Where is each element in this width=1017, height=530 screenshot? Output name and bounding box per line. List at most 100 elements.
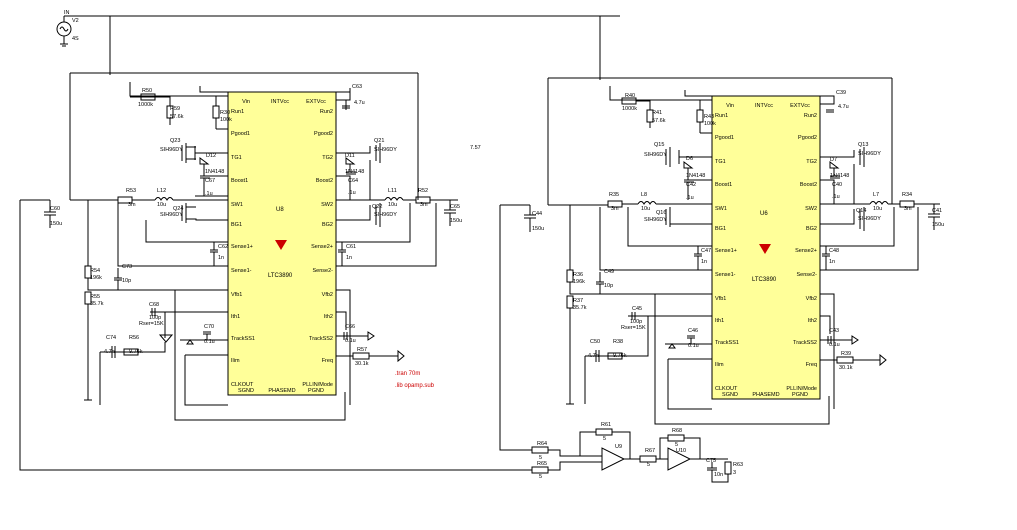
label-q14p: SIH96DY xyxy=(858,216,881,222)
pin-label: Freq xyxy=(806,362,817,368)
label-c67v: .1u xyxy=(205,191,213,197)
label-d11: D11 xyxy=(345,153,355,159)
label-l11v: 10u xyxy=(388,202,397,208)
pin-label: Sense1- xyxy=(231,268,252,274)
label-c43: C43 xyxy=(829,328,839,334)
pin-label: Sense1+ xyxy=(231,244,253,250)
label-q23p: SIH96DY xyxy=(160,147,183,153)
pin-label: SW2 xyxy=(805,206,817,212)
label-c39: C39 xyxy=(836,90,846,96)
label-l7v: 10u xyxy=(873,206,882,212)
label-c43v: 0.1u xyxy=(829,342,840,348)
label-r40v: 1000k xyxy=(622,106,637,112)
label-c61v: 1n xyxy=(346,255,352,261)
pin-label: INTVcc xyxy=(755,103,773,109)
pin-label: Sense2+ xyxy=(311,244,333,250)
label-d7: D7 xyxy=(830,157,837,163)
label-r38v: 9.76k xyxy=(613,353,627,359)
voltage-source-v2[interactable]: IN V2 4S xyxy=(56,10,79,47)
label-q14: Q14 xyxy=(856,208,866,214)
pin-label: BG2 xyxy=(806,226,817,232)
top-bus-wires xyxy=(64,15,892,205)
pin-label: TG1 xyxy=(231,155,242,161)
label-c61: C61 xyxy=(346,244,356,250)
pin-label: TrackSS2 xyxy=(309,336,333,342)
opamp-stage xyxy=(512,428,732,483)
pin-label: Sense2- xyxy=(797,272,818,278)
pin-label: Vin xyxy=(726,103,734,109)
label-c74v: 4.7n xyxy=(104,349,115,355)
label-c45v: 100p xyxy=(630,319,642,325)
label-q24: Q24 xyxy=(173,206,183,212)
label-c60v: 150u xyxy=(50,221,62,227)
opamp-u9[interactable] xyxy=(601,447,626,471)
pin-label: Run1 xyxy=(231,109,244,115)
label-q21: Q21 xyxy=(374,138,384,144)
label-q21p: SIH96DY xyxy=(374,147,397,153)
label-r53: R53 xyxy=(126,188,136,194)
label-r64: R64 xyxy=(537,441,547,447)
label-rser-left: Rser=15K xyxy=(139,321,164,327)
label-r35v: 3m xyxy=(611,206,619,212)
pin-label: EXTVcc xyxy=(306,99,326,105)
chip-u6-part: LTC3890 xyxy=(752,277,777,283)
label-c50v: 4.7n xyxy=(588,353,599,359)
label-r65: R65 xyxy=(537,461,547,467)
label-r39: R39 xyxy=(841,351,851,357)
label-q24p: SIH96DY xyxy=(160,212,183,218)
label-c60: C60 xyxy=(50,206,60,212)
label-r61: R61 xyxy=(601,422,611,428)
label-r53v: 3m xyxy=(128,202,136,208)
label-q16p: SIH96DY xyxy=(644,217,667,223)
label-c40v: .1u xyxy=(832,194,840,200)
pin-label: Vin xyxy=(242,99,250,105)
left-part-labels: R50 1000k R59 57.6k R30 100k C63 4.7u Q2… xyxy=(50,84,462,389)
label-c62: C62 xyxy=(218,244,228,250)
label-r43: R43 xyxy=(704,114,714,120)
label-r54v: 196k xyxy=(90,275,102,281)
opamp-labels: R64 5 R65 5 R61 5 U9 R67 5 R68 5 U10 C75… xyxy=(537,422,743,480)
pin-label: Vfb1 xyxy=(231,292,242,298)
pin-label: PHASEMD xyxy=(752,392,779,398)
pin-label: SGND xyxy=(238,388,254,394)
label-d11p: 1N4148 xyxy=(345,169,364,175)
label-r57v: 30.1k xyxy=(355,361,369,367)
label-r43v: 100k xyxy=(704,121,716,127)
label-r34v: 3m xyxy=(904,206,912,212)
chip-u6-ref: U6 xyxy=(760,211,768,217)
label-d6p: 1N4148 xyxy=(686,173,705,179)
label-r67v: 5 xyxy=(647,462,650,468)
opamp-u10[interactable] xyxy=(667,447,692,471)
label-r57: R57 xyxy=(357,347,367,353)
label-d12: D12 xyxy=(206,153,216,159)
pin-label: TG1 xyxy=(715,159,726,165)
label-c68: C68 xyxy=(149,302,159,308)
label-r54: R54 xyxy=(90,268,100,274)
label-r55: R55 xyxy=(90,294,100,300)
pin-label: PLLIN/Mode xyxy=(786,386,817,392)
label-rser-right: Rser=15K xyxy=(621,325,646,331)
pin-label: Ith2 xyxy=(324,314,333,320)
label-c50: C50 xyxy=(590,339,600,345)
label-d7p: 1N4148 xyxy=(830,173,849,179)
label-c44v: 150u xyxy=(532,226,544,232)
right-part-labels: R40 1000k R41 57.6k R43 100k C39 4.7u Q1… xyxy=(532,90,944,371)
pin-label: TrackSS2 xyxy=(793,340,817,346)
label-c70v: 0.1u xyxy=(204,339,215,345)
label-r56v: 9.76k xyxy=(129,349,143,355)
pin-label: Vfb1 xyxy=(715,296,726,302)
pin-label: PHASEMD xyxy=(268,388,295,394)
label-c40: C40 xyxy=(832,182,842,188)
label-l8: L8 xyxy=(641,192,647,198)
spice-note-lib: .lib opamp.sub xyxy=(395,383,435,389)
pin-label: Freq xyxy=(322,358,333,364)
pin-label: BG1 xyxy=(231,222,242,228)
label-c44: C44 xyxy=(532,211,542,217)
pin-label: Ith1 xyxy=(715,318,724,324)
label-c48v: 1n xyxy=(829,259,835,265)
pin-label: Run1 xyxy=(715,113,728,119)
label-r52v: 3m xyxy=(420,202,428,208)
label-u9: U9 xyxy=(615,444,622,450)
pin-label: EXTVcc xyxy=(790,103,810,109)
pin-label: Boost1 xyxy=(715,182,732,188)
